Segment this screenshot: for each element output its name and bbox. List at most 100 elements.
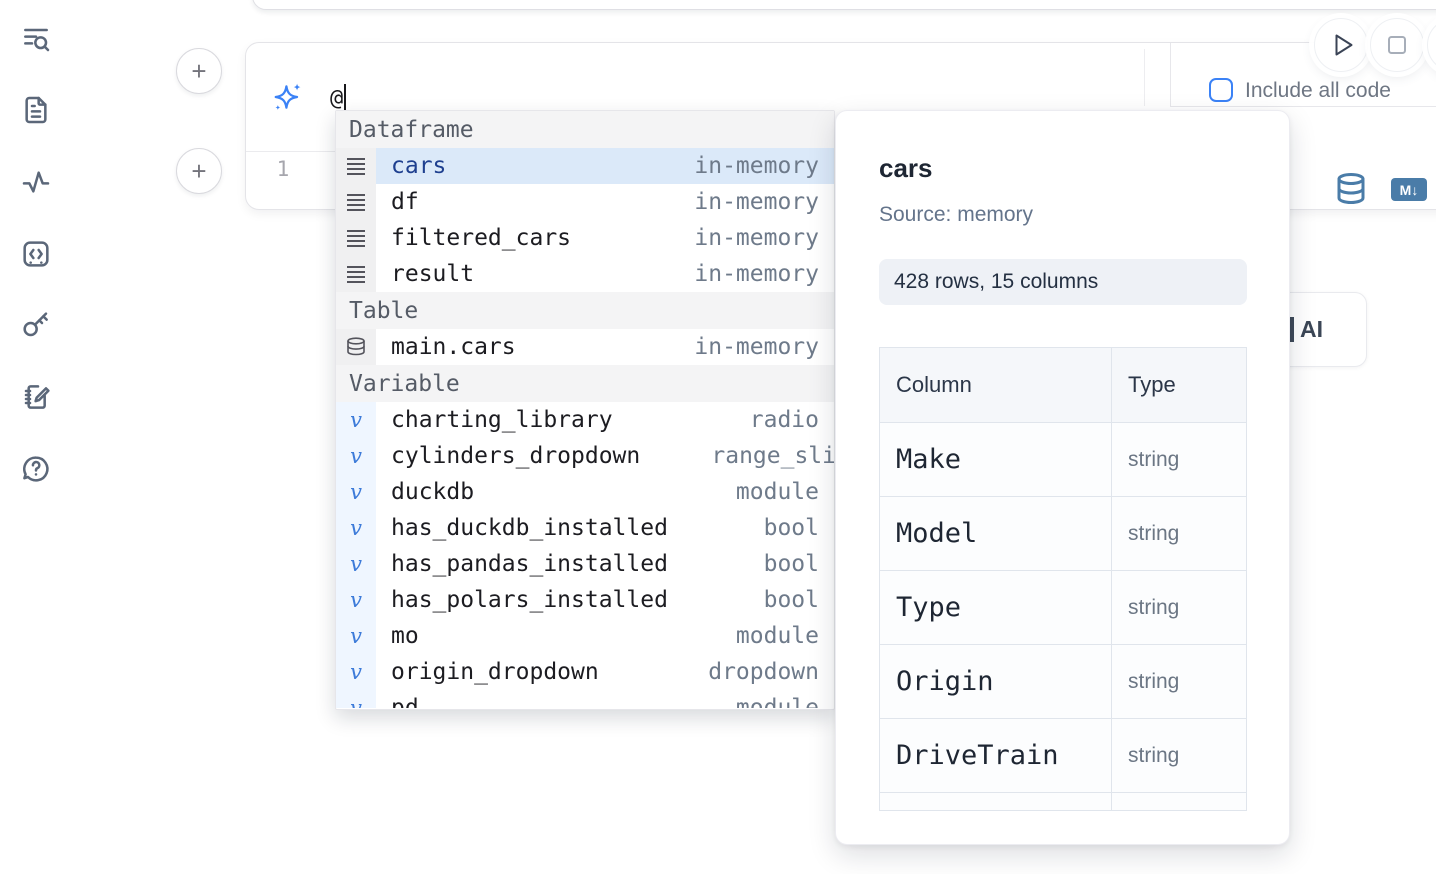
- preview-title: cars: [879, 153, 933, 183]
- item-type: in-memory: [694, 189, 819, 215]
- stop-icon: [1388, 36, 1406, 54]
- schema-row-clipped: [880, 792, 1246, 810]
- schema-row-DriveTrain: DriveTrain string: [880, 718, 1246, 792]
- variable-icon: v: [336, 654, 376, 690]
- column-name-cell: Origin: [880, 645, 1112, 718]
- run-cell-button[interactable]: [1314, 18, 1368, 72]
- item-type: module: [735, 623, 819, 649]
- variable-icon: v: [336, 474, 376, 510]
- scratchpad-icon[interactable]: [20, 381, 52, 413]
- item-type: bool: [763, 551, 819, 577]
- variable-icon: v: [336, 510, 376, 546]
- clipped-letter-fragment: [1287, 317, 1294, 342]
- autocomplete-item-cars[interactable]: cars in-memory: [336, 148, 834, 184]
- item-name: origin_dropdown: [391, 659, 599, 685]
- preview-source: Source: memory: [879, 203, 1034, 226]
- checkbox-zone-bottom-border: [1170, 106, 1436, 107]
- code-snippet-icon[interactable]: [20, 238, 52, 270]
- column-name-cell: Type: [880, 571, 1112, 644]
- file-document-icon[interactable]: [20, 94, 52, 126]
- variable-icon: v: [336, 690, 376, 708]
- ai-card-label: AI: [1300, 316, 1323, 342]
- item-type: in-memory: [694, 153, 819, 179]
- item-type: in-memory: [694, 225, 819, 251]
- column-name: DriveTrain: [896, 740, 1059, 771]
- autocomplete-item-result[interactable]: result in-memory: [336, 256, 834, 292]
- column-type-cell: string: [1112, 719, 1246, 792]
- sparkle-ai-icon: [274, 83, 301, 110]
- column-type: string: [1128, 521, 1180, 545]
- column-name-cell: Model: [880, 497, 1112, 570]
- autocomplete-item-body: mo module: [376, 618, 834, 654]
- dataframe-preview-panel: cars Source: memory 428 rows, 15 columns…: [835, 110, 1290, 845]
- schema-header-cell: Column: [880, 348, 1112, 422]
- column-name: Make: [896, 444, 962, 475]
- ai-prompt-row[interactable]: @: [246, 43, 347, 151]
- column-type-cell: string: [1112, 423, 1246, 496]
- item-name: has_duckdb_installed: [391, 515, 668, 541]
- activity-icon[interactable]: [20, 166, 52, 198]
- autocomplete-section-header: Variable: [336, 365, 834, 402]
- item-type: bool: [763, 515, 819, 541]
- database-icon[interactable]: [1335, 172, 1367, 206]
- add-cell-button-top[interactable]: +: [176, 48, 222, 94]
- column-type: string: [1128, 447, 1180, 471]
- include-all-code-label: Include all code: [1245, 79, 1391, 102]
- item-name: result: [391, 261, 475, 287]
- autocomplete-item-body: result in-memory: [376, 256, 834, 292]
- column-type-cell: string: [1112, 571, 1246, 644]
- column-type: string: [1128, 743, 1180, 767]
- text-cursor: [344, 83, 347, 110]
- column-name: Origin: [896, 666, 994, 697]
- item-type: range_sli: [711, 443, 835, 469]
- column-type-cell: [1112, 793, 1246, 810]
- item-name: mo: [391, 623, 419, 649]
- item-name: has_polars_installed: [391, 587, 668, 613]
- autocomplete-item-has_polars_installed[interactable]: v has_polars_installed bool: [336, 582, 834, 618]
- list-search-icon[interactable]: [20, 22, 52, 54]
- item-name: df: [391, 189, 419, 215]
- ai-prompt-input[interactable]: @: [330, 83, 347, 111]
- stop-button[interactable]: [1370, 18, 1424, 72]
- markdown-icon[interactable]: M↓: [1391, 178, 1427, 201]
- prompt-input-border: [1144, 49, 1145, 106]
- item-name: cars: [391, 153, 447, 179]
- autocomplete-item-body: cars in-memory: [376, 148, 834, 184]
- item-name: duckdb: [391, 479, 475, 505]
- item-type: in-memory: [694, 261, 819, 287]
- dataframe-icon: [336, 148, 376, 184]
- item-type: module: [735, 479, 819, 505]
- item-name: filtered_cars: [391, 225, 572, 251]
- key-icon[interactable]: [20, 309, 52, 341]
- item-type: bool: [763, 587, 819, 613]
- item-type: module: [735, 695, 819, 708]
- add-cell-button-bottom[interactable]: +: [176, 148, 222, 194]
- autocomplete-item-has_duckdb_installed[interactable]: v has_duckdb_installed bool: [336, 510, 834, 546]
- variable-icon: v: [336, 582, 376, 618]
- item-type: radio: [749, 407, 819, 433]
- autocomplete-item-df[interactable]: df in-memory: [336, 184, 834, 220]
- item-name: cylinders_dropdown: [391, 443, 641, 469]
- schema-row-Model: Model string: [880, 496, 1246, 570]
- column-type: string: [1128, 595, 1180, 619]
- autocomplete-item-filtered_cars[interactable]: filtered_cars in-memory: [336, 220, 834, 256]
- include-all-code-checkbox[interactable]: [1209, 78, 1233, 102]
- column-type-cell: string: [1112, 497, 1246, 570]
- line-number: 1: [276, 157, 290, 181]
- variable-icon: v: [336, 546, 376, 582]
- help-chat-icon[interactable]: [20, 453, 52, 485]
